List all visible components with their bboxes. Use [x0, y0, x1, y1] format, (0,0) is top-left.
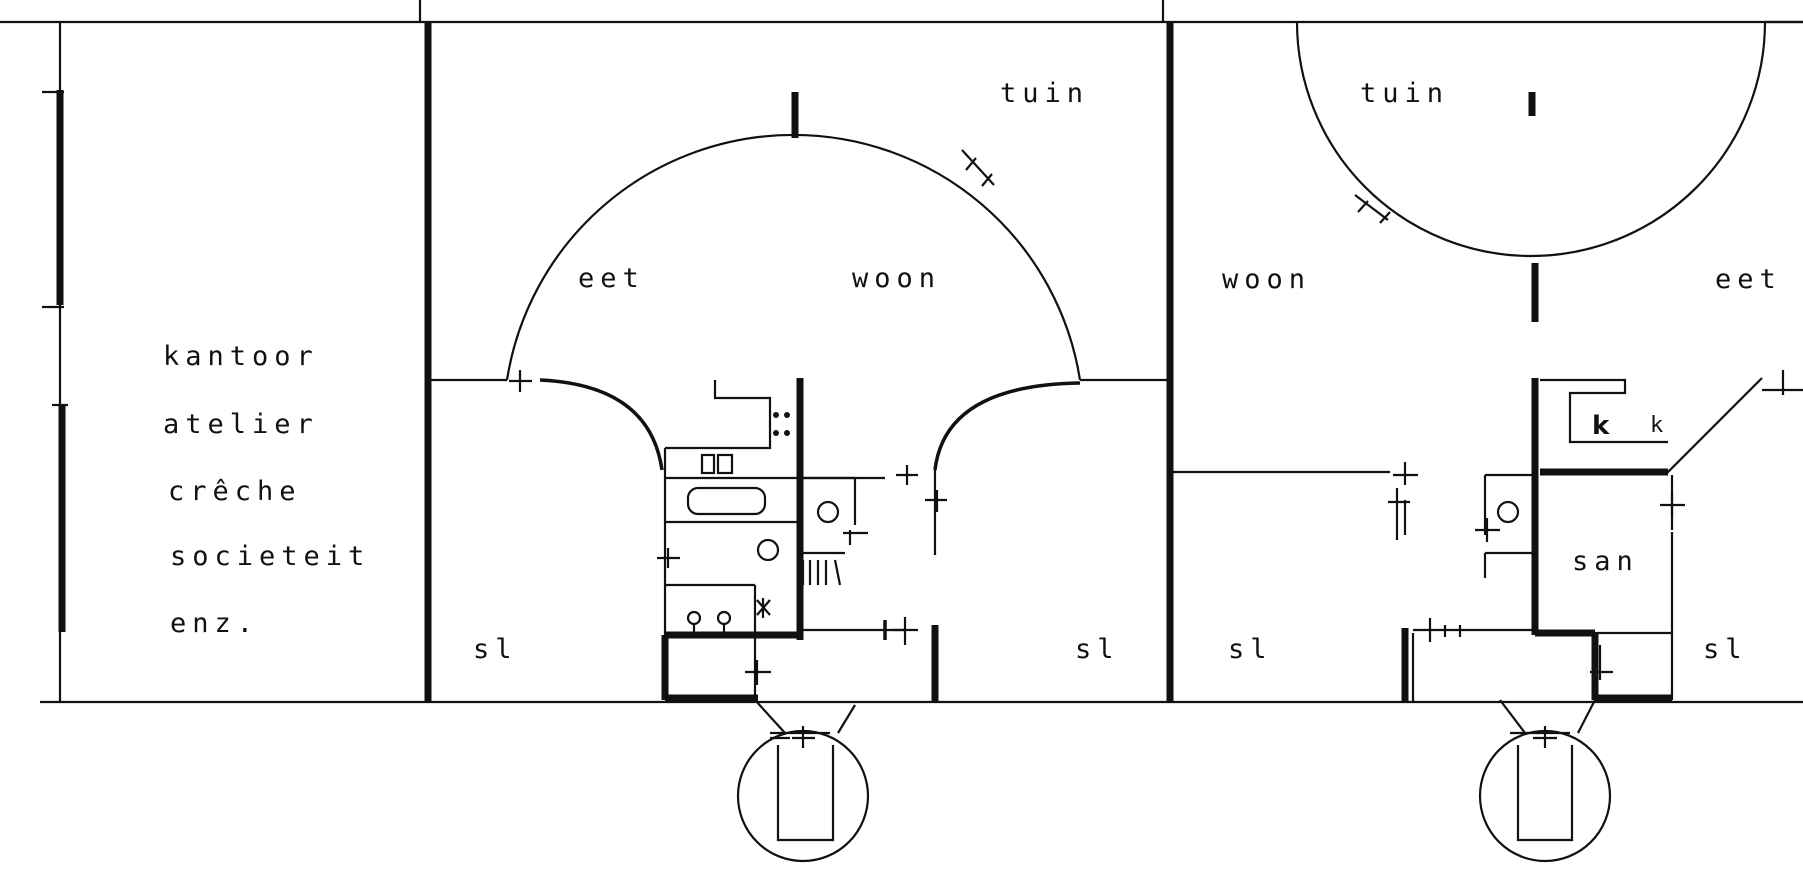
office-labels: kantoor atelier crêche societeit enz. — [163, 341, 370, 639]
label-societeit: societeit — [170, 541, 370, 572]
label-sl: sl — [1703, 634, 1748, 665]
label-atelier: atelier — [163, 409, 319, 440]
label-kitchen: k — [1592, 411, 1610, 441]
label-eet: eet — [578, 263, 645, 294]
label-kitchen-light: k — [1650, 413, 1663, 438]
label-sl: sl — [1228, 634, 1273, 665]
label-woon: woon — [852, 263, 941, 294]
label-enz: enz. — [170, 608, 259, 639]
label-eet: eet — [1715, 264, 1782, 295]
right-unit-labels: tuin woon eet k k san sl sl — [1222, 78, 1782, 665]
right-unit — [1173, 20, 1803, 863]
left-unit — [428, 92, 1167, 863]
label-tuin: tuin — [1000, 78, 1089, 109]
label-sl: sl — [473, 634, 518, 665]
office-block — [42, 22, 432, 702]
label-woon: woon — [1222, 264, 1311, 295]
left-unit-labels: tuin eet woon sl sl — [473, 78, 1120, 665]
label-tuin: tuin — [1360, 78, 1449, 109]
label-sl: sl — [1075, 634, 1120, 665]
label-san: san — [1572, 546, 1639, 577]
label-creche: crêche — [168, 476, 302, 507]
label-kantoor: kantoor — [163, 341, 319, 372]
